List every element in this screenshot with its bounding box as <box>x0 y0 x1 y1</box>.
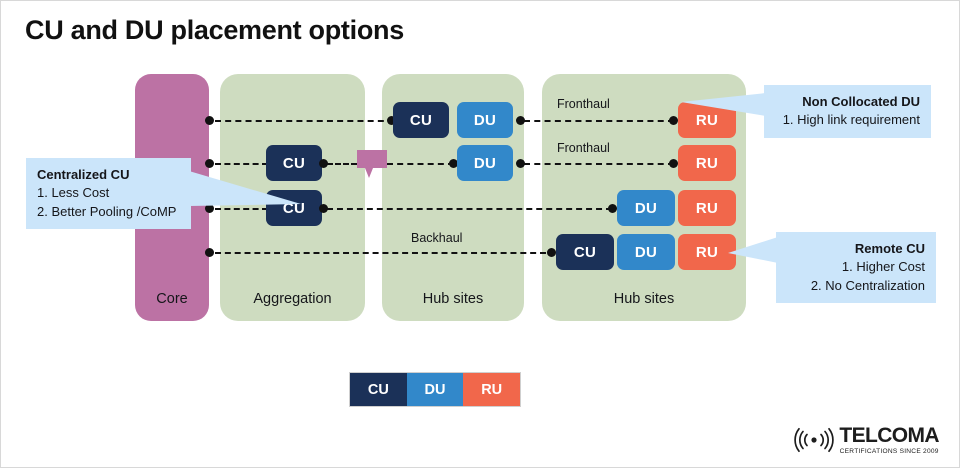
link-dot-row2-du-out <box>516 159 525 168</box>
node-du-row2[interactable]: DU <box>457 145 513 181</box>
link-dot-row1-hub-in <box>387 116 396 125</box>
node-du-row1[interactable]: DU <box>457 102 513 138</box>
link-label-backhaul: Backhaul <box>411 231 463 245</box>
logo-brand-text: TELCOMA <box>839 424 939 447</box>
link-dot-row2-du-in <box>449 159 458 168</box>
link-row2-marker-to-du <box>387 163 454 165</box>
signal-wave-icon <box>793 427 835 453</box>
link-row3-core-to-cu <box>215 208 268 210</box>
callout-non-collocated-title: Non Collocated DU <box>802 94 920 109</box>
logo-tagline-text: CERTIFICATIONS SINCE 2009 <box>839 448 939 455</box>
link-dot-row1-ru-in <box>669 116 678 125</box>
node-ru-row1[interactable]: RU <box>678 102 736 138</box>
node-du-row4[interactable]: DU <box>617 234 675 270</box>
link-dot-row3-cu-out <box>319 204 328 213</box>
link-dot-row1-core <box>205 116 214 125</box>
telcoma-logo: TELCOMA CERTIFICATIONS SINCE 2009 <box>793 424 940 455</box>
zone-label-aggregation: Aggregation <box>253 291 332 307</box>
node-ru-row3[interactable]: RU <box>678 190 736 226</box>
callout-non-collocated-du: Non Collocated DU 1. High link requireme… <box>764 85 931 138</box>
link-row4-backhaul <box>215 252 546 254</box>
link-dot-row4-core <box>205 248 214 257</box>
node-cu-row1[interactable]: CU <box>393 102 449 138</box>
callout-remote-line1: 1. Higher Cost <box>841 259 925 275</box>
zone-label-hub-sites-1: Hub sites <box>422 291 484 307</box>
node-ru-row2[interactable]: RU <box>678 145 736 181</box>
link-row2-fronthaul <box>524 163 674 165</box>
callout-remote-cu: Remote CU 1. Higher Cost 2. No Centraliz… <box>776 232 936 304</box>
callout-remote-title: Remote CU <box>854 241 925 256</box>
callout-centralized-cu: Centralized CU 1. Less Cost 2. Better Po… <box>26 158 191 230</box>
legend-item-du[interactable]: DU <box>406 373 464 406</box>
link-row1-core-to-hub <box>215 120 394 122</box>
page-title: CU and DU placement options <box>25 15 404 45</box>
callout-centralized-title: Centralized CU <box>37 167 130 182</box>
node-ru-row4[interactable]: RU <box>678 234 736 270</box>
link-label-fronthaul-2: Fronthaul <box>557 141 610 155</box>
zone-label-core: Core <box>156 291 188 307</box>
link-dot-row4-cu-in <box>547 248 556 257</box>
link-label-fronthaul-1: Fronthaul <box>557 97 610 111</box>
link-row3-backhaul <box>327 208 612 210</box>
callout-remote-line2: 2. No Centralization <box>810 277 925 293</box>
link-row1-fronthaul <box>524 120 674 122</box>
zone-label-hub-sites-2: Hub sites <box>613 291 675 307</box>
link-dot-row2-ru-in <box>669 159 678 168</box>
link-dot-row2-core <box>205 159 214 168</box>
node-du-row3[interactable]: DU <box>617 190 675 226</box>
node-cu-row2[interactable]: CU <box>266 145 322 181</box>
legend-item-cu[interactable]: CU <box>350 373 407 406</box>
link-row2-cu-to-marker <box>327 163 357 165</box>
link-dot-row1-hub-out <box>516 116 525 125</box>
callout-non-collocated-line1: 1. High link requirement <box>782 112 920 128</box>
link-row2-core-to-cu <box>215 163 268 165</box>
node-cu-row3[interactable]: CU <box>266 190 322 226</box>
callout-centralized-line2: 2. Better Pooling /CoMP <box>37 203 177 219</box>
link-dot-row2-cu-out <box>319 159 328 168</box>
callout-centralized-line1: 1. Less Cost <box>37 185 110 201</box>
link-dot-row3-du-in <box>608 204 617 213</box>
marker-icon <box>357 150 387 178</box>
legend-item-ru[interactable]: RU <box>463 373 521 406</box>
node-cu-row4[interactable]: CU <box>556 234 614 270</box>
legend: CU DU RU <box>349 372 521 407</box>
link-dot-row3-core <box>205 204 214 213</box>
